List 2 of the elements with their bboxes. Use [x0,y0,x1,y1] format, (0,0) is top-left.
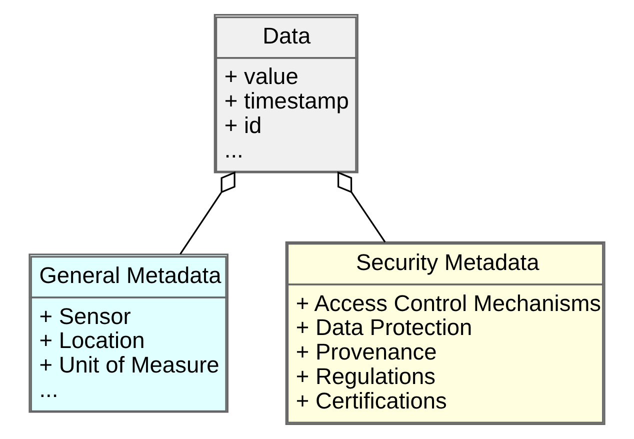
connector [180,171,236,254]
connector [337,171,386,243]
